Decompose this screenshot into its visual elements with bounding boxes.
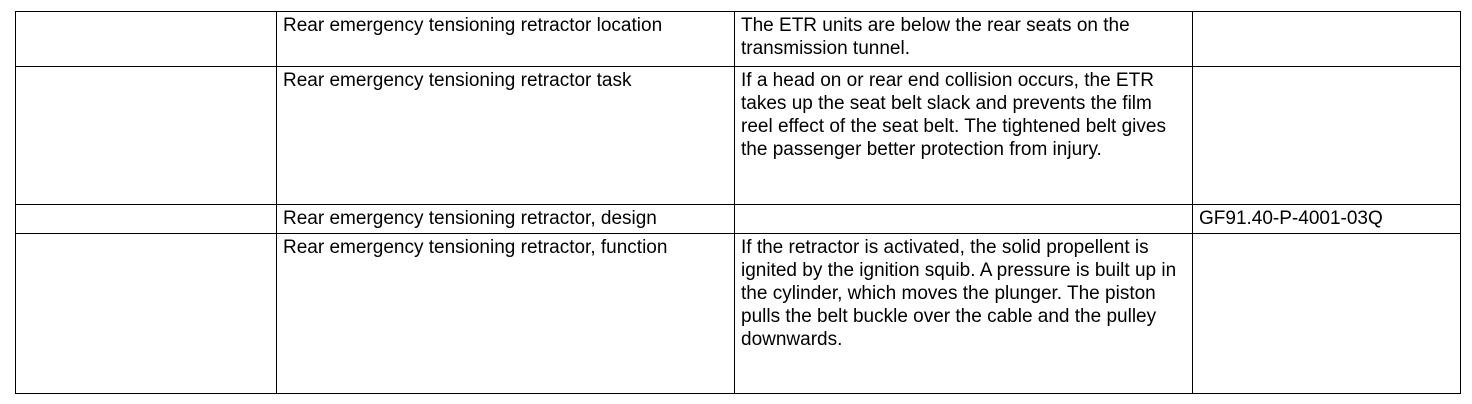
empty-cell <box>15 204 277 234</box>
table-row: Rear emergency tensioning retractor, fun… <box>15 233 1461 394</box>
empty-cell <box>15 66 277 205</box>
topic-cell: Rear emergency tensioning retractor task <box>276 66 735 205</box>
topic-cell: Rear emergency tensioning retractor loca… <box>276 11 735 67</box>
empty-cell <box>15 233 277 394</box>
description-cell: The ETR units are below the rear seats o… <box>734 11 1193 67</box>
document-table: Rear emergency tensioning retractor loca… <box>15 11 1461 394</box>
table-row: Rear emergency tensioning retractor loca… <box>15 11 1461 67</box>
topic-cell: Rear emergency tensioning retractor, des… <box>276 204 735 234</box>
description-cell <box>734 204 1193 234</box>
table-row: Rear emergency tensioning retractor, des… <box>15 204 1461 234</box>
table-row: Rear emergency tensioning retractor task… <box>15 66 1461 205</box>
topic-cell: Rear emergency tensioning retractor, fun… <box>276 233 735 394</box>
reference-cell <box>1192 233 1461 394</box>
empty-cell <box>15 11 277 67</box>
reference-cell: GF91.40-P-4001-03Q <box>1192 204 1461 234</box>
description-cell: If the retractor is activated, the solid… <box>734 233 1193 394</box>
description-cell: If a head on or rear end collision occur… <box>734 66 1193 205</box>
reference-cell <box>1192 11 1461 67</box>
reference-cell <box>1192 66 1461 205</box>
